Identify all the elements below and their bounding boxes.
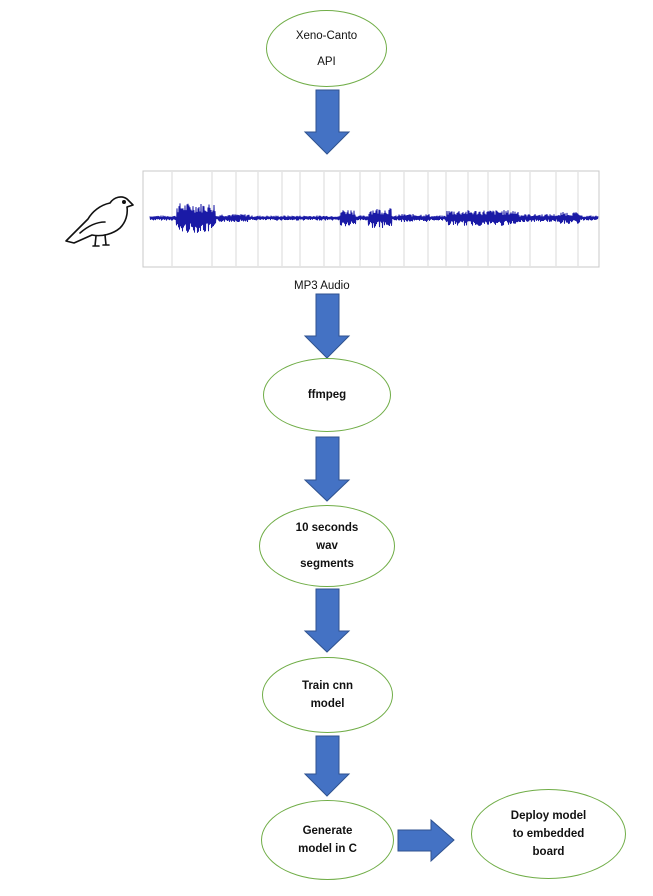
node-ffmpeg: ffmpeg [263, 358, 391, 432]
node-label: Xeno-Canto [295, 29, 358, 42]
arrow-ffmpeg-to-segments [303, 436, 351, 502]
node-wav-segments: 10 seconds wav segments [259, 505, 395, 587]
node-label: model [310, 698, 345, 710]
node-label: Deploy model [510, 810, 587, 822]
audio-caption: MP3 Audio [294, 280, 350, 292]
node-label: segments [300, 558, 354, 570]
node-label: Train cnn [301, 680, 354, 692]
node-deploy-model: Deploy model to embedded board [471, 789, 626, 879]
arrow-generate-to-deploy [397, 818, 455, 863]
node-label: Generate [302, 825, 353, 837]
node-label: ffmpeg [307, 389, 347, 401]
node-train-cnn-model: Train cnn model [262, 657, 393, 733]
arrow-segments-to-train [303, 588, 351, 653]
node-xeno-canto-api: Xeno-Canto API [266, 10, 387, 87]
arrow-api-to-audio [303, 89, 351, 155]
bird-icon [65, 196, 134, 247]
arrow-audio-to-ffmpeg [303, 293, 351, 359]
node-label: wav [316, 540, 338, 552]
node-generate-model-in-c: Generate model in C [261, 800, 394, 880]
arrow-train-to-generate [303, 735, 351, 797]
node-label: 10 seconds [295, 522, 359, 534]
waveform [149, 203, 599, 233]
node-label: API [317, 55, 336, 68]
node-label: board [532, 846, 565, 858]
node-label: to embedded [512, 828, 585, 840]
node-label: model in C [298, 843, 357, 855]
